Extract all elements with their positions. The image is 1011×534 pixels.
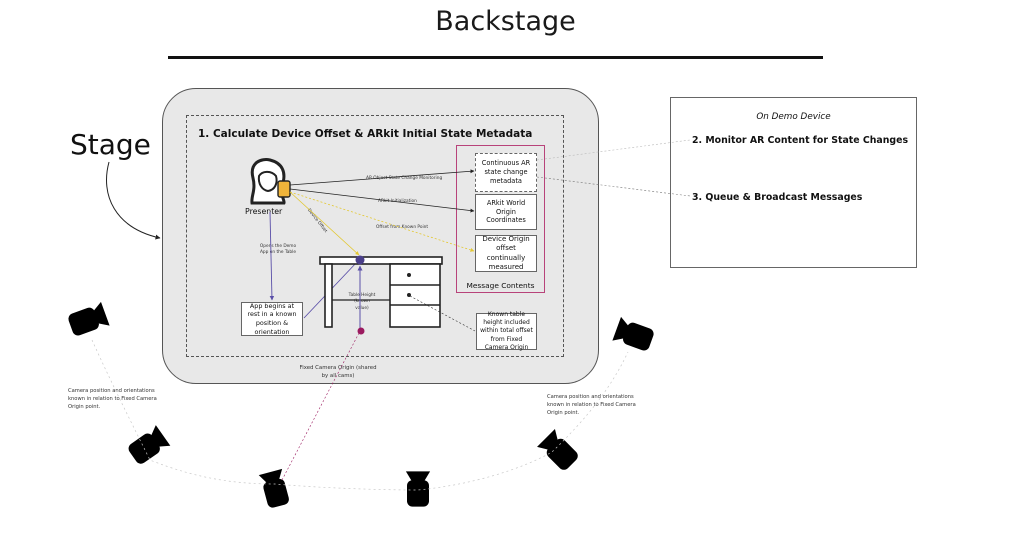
app-rest-box: App begins at rest in a known position &… [241,302,303,336]
presenter-icon [250,158,291,205]
line-opens-app [269,211,275,301]
camera-note-left: Camera position and orientations known i… [68,388,157,410]
message-contents-box [456,145,545,293]
table-top-point [355,255,365,265]
demo-device-title: On Demo Device [756,112,831,122]
message-contents-label: Message Contents [466,281,535,290]
line-broadcast [536,176,691,197]
step3-heading: 3. Queue & Broadcast Messages [692,192,863,203]
calculation-region [186,115,564,357]
line-to-table-box [409,295,476,332]
edge-label-opens-app: Opens the Demo App on the Table [259,244,297,256]
line-device-offset [289,191,360,256]
step1-heading: 1. Calculate Device Offset & ARkit Initi… [198,128,533,140]
camera-arc [91,339,629,491]
step2-heading: 2. Monitor AR Content for State Changes [692,135,909,146]
title-rule [168,56,823,59]
demo-device-panel [670,97,917,268]
line-origin-to-camera [281,332,360,481]
page-title: Backstage [435,6,576,37]
edge-label-table-height: Table Height (known value) [348,293,376,311]
presenter-label: Presenter [245,207,283,216]
message-item-device-offset: Device Origin offset continually measure… [475,235,537,272]
camera-note-right: Camera position and orientations known i… [547,394,636,416]
edge-label-offset-known: Offset from Known Point [376,225,429,230]
fixed-origin-point [357,327,365,335]
stage-label: Stage [70,128,151,161]
message-item-world-origin: ARkit World Origin Coordinates [475,194,537,230]
fixed-origin-label: Fixed Camera Origin (shared by all cams) [299,365,377,379]
stage-pointer-arrow [106,161,161,240]
table-height-box: Known table height included within total… [476,311,537,351]
edge-label-state-monitoring: AR Object State Change Monitoring [366,176,443,181]
desk-icon [319,256,443,328]
line-monitor [536,139,691,161]
line-state-monitoring [289,169,475,186]
message-item-state-metadata: Continuous AR state change metadata [475,153,537,192]
phone-icon [277,180,291,198]
line-offset-known [289,191,475,252]
line-arkit-init [289,188,475,213]
